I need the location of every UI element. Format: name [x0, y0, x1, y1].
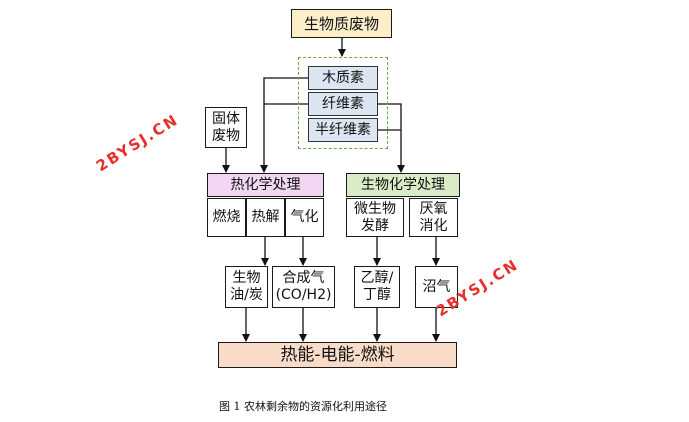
solid-waste-box: 固体 废物: [205, 107, 247, 148]
biomass-waste-box: 生物质废物: [291, 9, 392, 38]
combustion-box: 燃烧: [207, 198, 246, 237]
biooil-box: 生物 油/炭: [225, 266, 268, 308]
thermochemical-box: 热化学处理: [207, 173, 324, 197]
biogas-box: 沼气: [415, 266, 458, 308]
fermentation-box: 微生物 发酵: [346, 198, 404, 237]
energy-output-box: 热能-电能-燃料: [218, 342, 457, 368]
syngas-box: 合成气 (CO/H2): [272, 266, 335, 308]
line-components-to-bio: [378, 103, 405, 173]
gasification-box: 气化: [285, 198, 324, 237]
pyrolysis-box: 热解: [246, 198, 285, 237]
line-components-to-thermo: [260, 77, 308, 173]
cellulose-box: 纤维素: [308, 92, 378, 116]
hemicellulose-box: 半纤维素: [308, 118, 378, 142]
anaerobic-digestion-box: 厌氧 消化: [409, 198, 458, 237]
components-group: [298, 57, 388, 149]
biochemical-box: 生物化学处理: [346, 173, 460, 197]
lignin-box: 木质素: [308, 66, 378, 90]
ethanol-butanol-box: 乙醇/ 丁醇: [354, 266, 400, 308]
figure-caption: 图 1 农林剩余物的资源化利用途径: [219, 400, 387, 413]
